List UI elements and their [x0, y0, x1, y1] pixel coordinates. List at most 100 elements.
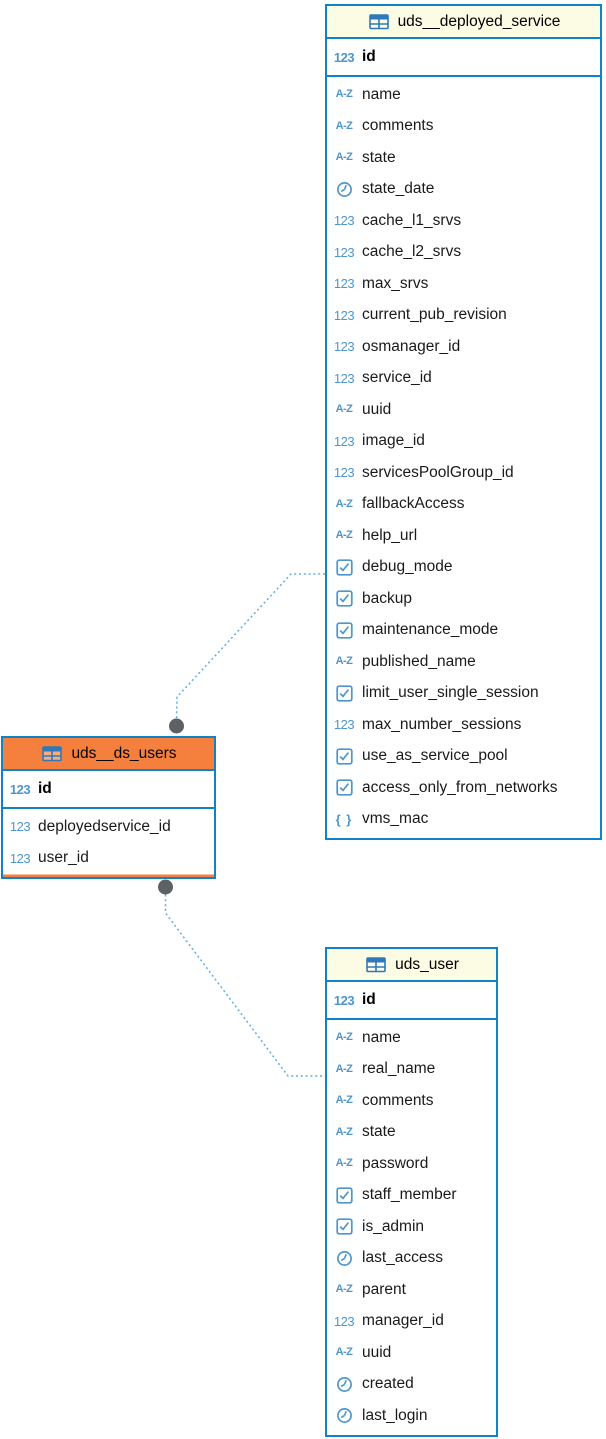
- field-list: A-Z name A-Z real_name A-Z comments A-Z …: [327, 1020, 496, 1435]
- field-name: state_date: [362, 180, 435, 198]
- string-icon: A-Z: [335, 88, 353, 101]
- table-icon: [364, 956, 388, 973]
- field-row[interactable]: staff_member: [327, 1180, 496, 1212]
- field-row[interactable]: A-Z parent: [327, 1274, 496, 1306]
- field-row[interactable]: 123 cache_l1_srvs: [327, 205, 600, 237]
- number-icon: 123: [333, 276, 355, 292]
- field-row[interactable]: A-Z published_name: [327, 646, 600, 678]
- field-row[interactable]: A-Z uuid: [327, 1337, 496, 1369]
- field-name: service_id: [362, 369, 432, 387]
- string-icon: A-Z: [335, 1094, 353, 1107]
- field-name: fallbackAccess: [362, 495, 465, 513]
- field-row[interactable]: last_access: [327, 1243, 496, 1275]
- field-row[interactable]: A-Z help_url: [327, 520, 600, 552]
- field-row[interactable]: 123 service_id: [327, 363, 600, 395]
- entity-title: uds__deployed_service: [397, 12, 561, 30]
- number-icon: 123: [333, 339, 355, 355]
- field-name: maintenance_mode: [362, 621, 499, 639]
- field-row[interactable]: 123 image_id: [327, 426, 600, 458]
- field-name: comments: [362, 1091, 434, 1109]
- boolean-icon: [332, 1187, 356, 1204]
- datetime-icon: [332, 1407, 356, 1424]
- field-row[interactable]: A-Z password: [327, 1148, 496, 1180]
- string-icon: A-Z: [335, 1283, 353, 1296]
- primary-key-name: id: [362, 48, 376, 65]
- field-name: backup: [362, 589, 412, 607]
- field-row[interactable]: limit_user_single_session: [327, 678, 600, 710]
- field-name: is_admin: [362, 1217, 425, 1235]
- boolean-icon: [332, 779, 356, 796]
- field-row[interactable]: access_only_from_networks: [327, 772, 600, 804]
- field-name: published_name: [362, 652, 476, 670]
- field-row[interactable]: created: [327, 1369, 496, 1401]
- entity-header[interactable]: uds__deployed_service: [327, 6, 600, 39]
- field-row[interactable]: state_date: [327, 174, 600, 206]
- field-row[interactable]: A-Z uuid: [327, 394, 600, 426]
- field-name: name: [362, 1028, 401, 1046]
- number-icon: 123: [333, 213, 355, 229]
- field-name: last_login: [362, 1406, 428, 1424]
- table-icon: [40, 745, 64, 762]
- field-name: uuid: [362, 400, 392, 418]
- field-row[interactable]: 123 cache_l2_srvs: [327, 237, 600, 269]
- entity-title: uds__ds_users: [71, 744, 177, 762]
- boolean-icon: [332, 559, 356, 576]
- entity-uds--deployed-service[interactable]: uds__deployed_service 123 id A-Z name A-…: [325, 4, 602, 840]
- field-row[interactable]: 123 manager_id: [327, 1306, 496, 1338]
- field-name: current_pub_revision: [362, 306, 507, 324]
- field-name: uuid: [362, 1343, 392, 1361]
- field-row[interactable]: last_login: [327, 1400, 496, 1432]
- field-row[interactable]: A-Z name: [327, 1022, 496, 1054]
- boolean-icon: [332, 685, 356, 702]
- field-name: help_url: [362, 526, 418, 544]
- number-icon: 123: [9, 781, 31, 797]
- field-row[interactable]: A-Z comments: [327, 111, 600, 143]
- field-row[interactable]: A-Z state: [327, 1117, 496, 1149]
- field-name: debug_mode: [362, 558, 453, 576]
- field-row[interactable]: { } vms_mac: [327, 804, 600, 836]
- field-row[interactable]: A-Z real_name: [327, 1054, 496, 1086]
- entity-header[interactable]: uds_user: [327, 949, 496, 982]
- entity-uds--ds-users[interactable]: uds__ds_users 123 id 123 deployedservice…: [1, 736, 216, 879]
- relationship-endpoint-dot: [169, 718, 184, 734]
- number-icon: 123: [333, 307, 355, 323]
- primary-key-row[interactable]: 123 id: [327, 39, 600, 77]
- field-row[interactable]: A-Z comments: [327, 1085, 496, 1117]
- field-name: comments: [362, 117, 434, 135]
- field-row[interactable]: 123 osmanager_id: [327, 331, 600, 363]
- field-name: cache_l1_srvs: [362, 211, 462, 229]
- string-icon: A-Z: [335, 151, 353, 164]
- field-row[interactable]: A-Z fallbackAccess: [327, 489, 600, 521]
- field-name: vms_mac: [362, 810, 429, 828]
- relationship-ds-users-to-uds-user[interactable]: [158, 879, 325, 1077]
- field-row[interactable]: debug_mode: [327, 552, 600, 584]
- primary-key-row[interactable]: 123 id: [3, 771, 214, 809]
- datetime-icon: [332, 181, 356, 198]
- boolean-icon: [332, 748, 356, 765]
- datetime-icon: [332, 1376, 356, 1393]
- field-row[interactable]: is_admin: [327, 1211, 496, 1243]
- entity-header[interactable]: uds__ds_users: [3, 738, 214, 771]
- relationship-deployed-service-to-ds-users[interactable]: [169, 573, 325, 734]
- primary-key-row[interactable]: 123 id: [327, 982, 496, 1020]
- field-row[interactable]: use_as_service_pool: [327, 741, 600, 773]
- field-row[interactable]: A-Z state: [327, 142, 600, 174]
- field-row[interactable]: backup: [327, 583, 600, 615]
- entity-uds-user[interactable]: uds_user 123 id A-Z name A-Z real_name A…: [325, 947, 498, 1437]
- field-name: max_srvs: [362, 274, 429, 292]
- field-row[interactable]: maintenance_mode: [327, 615, 600, 647]
- field-row[interactable]: 123 deployedservice_id: [3, 811, 214, 843]
- field-row[interactable]: 123 servicesPoolGroup_id: [327, 457, 600, 489]
- field-row[interactable]: 123 user_id: [3, 843, 214, 875]
- primary-key-name: id: [38, 780, 52, 797]
- boolean-icon: [332, 622, 356, 639]
- field-row[interactable]: 123 current_pub_revision: [327, 300, 600, 332]
- field-name: staff_member: [362, 1186, 457, 1204]
- number-icon: 123: [333, 244, 355, 260]
- field-row[interactable]: A-Z name: [327, 79, 600, 111]
- field-row[interactable]: 123 max_number_sessions: [327, 709, 600, 741]
- field-name: password: [362, 1154, 429, 1172]
- field-row[interactable]: 123 max_srvs: [327, 268, 600, 300]
- number-icon: 123: [333, 370, 355, 386]
